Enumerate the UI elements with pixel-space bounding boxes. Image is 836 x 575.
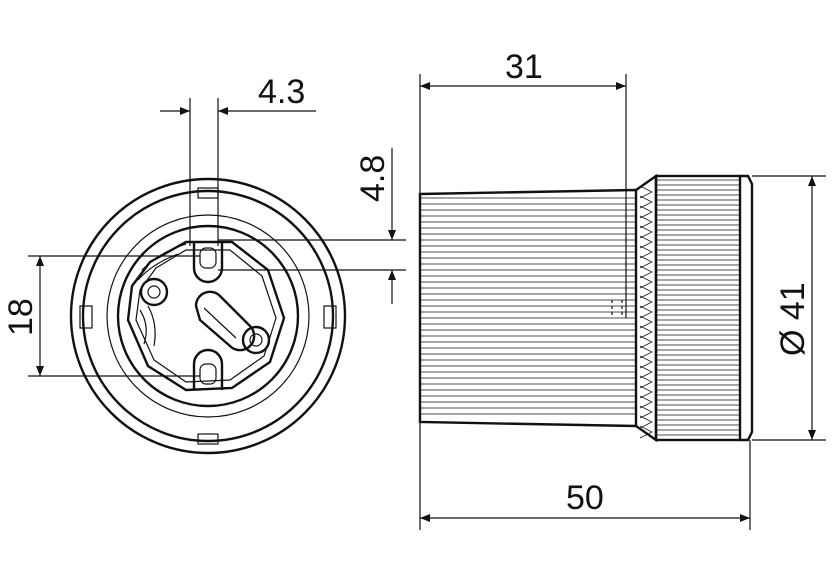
hidden-feature <box>611 300 623 318</box>
dim-top-gap-label: 4.3 <box>258 73 305 111</box>
outer-ring-inner <box>81 189 335 443</box>
top-contact-slot <box>192 242 224 284</box>
step-knurl <box>639 295 653 309</box>
dim-left-height-label: 18 <box>2 298 40 336</box>
step-knurl <box>639 365 653 379</box>
step-knurl <box>639 375 653 389</box>
step-knurl <box>639 315 653 329</box>
inner-ring <box>106 214 310 418</box>
ring-tab-left <box>79 305 93 329</box>
side-view: 31 50 Ø 41 <box>418 48 826 530</box>
step-knurl <box>639 395 653 409</box>
spring-wire-lower <box>139 305 156 347</box>
screw-right-center <box>249 333 263 347</box>
step-knurl <box>639 215 653 229</box>
center-contact-line <box>203 307 237 339</box>
top-contact-pin <box>199 247 217 269</box>
end-lip <box>740 174 754 442</box>
body-sleeve <box>418 188 638 428</box>
step-knurl <box>639 335 653 349</box>
dim-collar-length-label: 31 <box>505 48 543 86</box>
front-view: 4.3 4.8 18 <box>2 73 406 455</box>
step-knurl <box>639 225 653 239</box>
ring-tab-top <box>197 187 219 199</box>
dim-total-length-label: 50 <box>566 479 604 517</box>
center-contact <box>194 290 256 352</box>
body-ring <box>116 224 300 408</box>
screw-right <box>241 325 271 355</box>
step-knurl <box>639 235 653 249</box>
step-knurl <box>639 355 653 369</box>
step-knurl <box>639 305 653 319</box>
step-knurl <box>639 195 653 209</box>
spring-wire <box>137 243 187 281</box>
step-knurl <box>639 245 653 259</box>
collar-step <box>635 173 658 443</box>
step-knurl <box>639 415 653 429</box>
knurled-collar <box>654 174 742 442</box>
step-knurl <box>639 325 653 339</box>
dim-diameter-label: Ø 41 <box>774 282 812 356</box>
step-knurl <box>639 205 653 219</box>
step-knurl <box>639 405 653 419</box>
bottom-contact-slot <box>192 348 224 390</box>
step-knurl <box>639 345 653 359</box>
step-knurl <box>639 265 653 279</box>
ring-tab-right <box>323 305 337 329</box>
bottom-contact-pin <box>199 363 217 385</box>
step-knurl <box>639 275 653 289</box>
screw-left-center <box>147 285 161 299</box>
collar-knurl <box>639 179 739 439</box>
step-knurl <box>639 425 653 439</box>
outer-ring <box>69 177 347 455</box>
step-knurl <box>639 285 653 299</box>
screw-left <box>139 277 169 307</box>
step-knurl <box>639 255 653 269</box>
body-ribs <box>421 197 635 415</box>
ring-tab-bottom <box>197 433 219 445</box>
step-knurl <box>639 385 653 399</box>
insulator-body <box>126 240 286 392</box>
dim-right-gap-label: 4.8 <box>354 155 392 202</box>
step-knurl <box>639 185 653 199</box>
